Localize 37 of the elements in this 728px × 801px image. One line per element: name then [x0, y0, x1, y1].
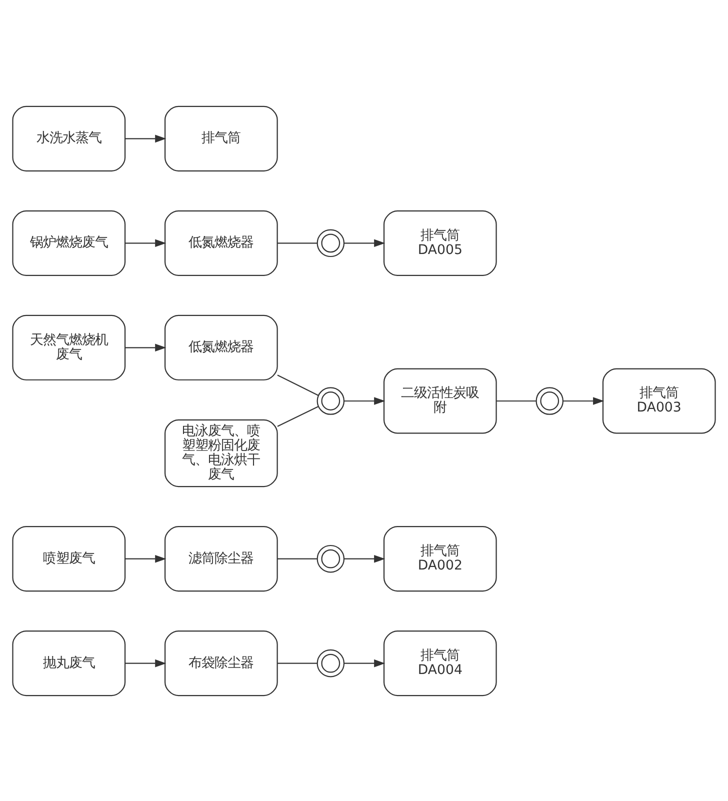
node-circle [536, 386, 564, 414]
node-box: 水洗水蒸气 [12, 105, 126, 171]
connector [277, 558, 318, 559]
node-circle [316, 648, 345, 677]
node-box: 二级活性炭吸附 [383, 368, 497, 434]
connector [277, 662, 318, 664]
arrow [125, 238, 166, 247]
arrow [344, 554, 386, 562]
node-box: 低氮燃烧器 [164, 314, 278, 380]
arrow [344, 396, 386, 404]
arrow [125, 343, 166, 352]
node-circle [316, 228, 345, 257]
arrow [125, 554, 166, 562]
node-box: 电泳废气、喷塑塑粉固化废气、电泳烘干废气 [164, 418, 278, 487]
node-box: 天然气燃烧机废气 [12, 314, 126, 380]
node-box: 滤筒除尘器 [164, 526, 278, 592]
node-box: 排气筒 DA005 [383, 210, 497, 276]
node-box: 锅炉燃烧废气 [12, 210, 126, 276]
node-box: 布袋除尘器 [164, 630, 278, 696]
node-box: 排气筒 DA002 [383, 526, 497, 592]
node-box: 低氮燃烧器 [164, 210, 278, 276]
arrow [563, 396, 604, 404]
node-circle [316, 386, 345, 414]
connector [277, 374, 319, 396]
node-box: 喷塑废气 [12, 526, 126, 592]
arrow [125, 134, 166, 142]
connector [277, 242, 318, 244]
node-circle [316, 544, 345, 572]
connector [496, 400, 536, 402]
connector [277, 406, 318, 426]
node-box: 排气筒 [164, 105, 278, 171]
arrow [125, 658, 166, 667]
node-box: 抛丸废气 [12, 630, 126, 696]
node-box: 排气筒 DA003 [602, 368, 716, 434]
arrow [344, 238, 386, 247]
arrow [344, 658, 386, 667]
node-box: 排气筒 DA004 [383, 630, 497, 696]
